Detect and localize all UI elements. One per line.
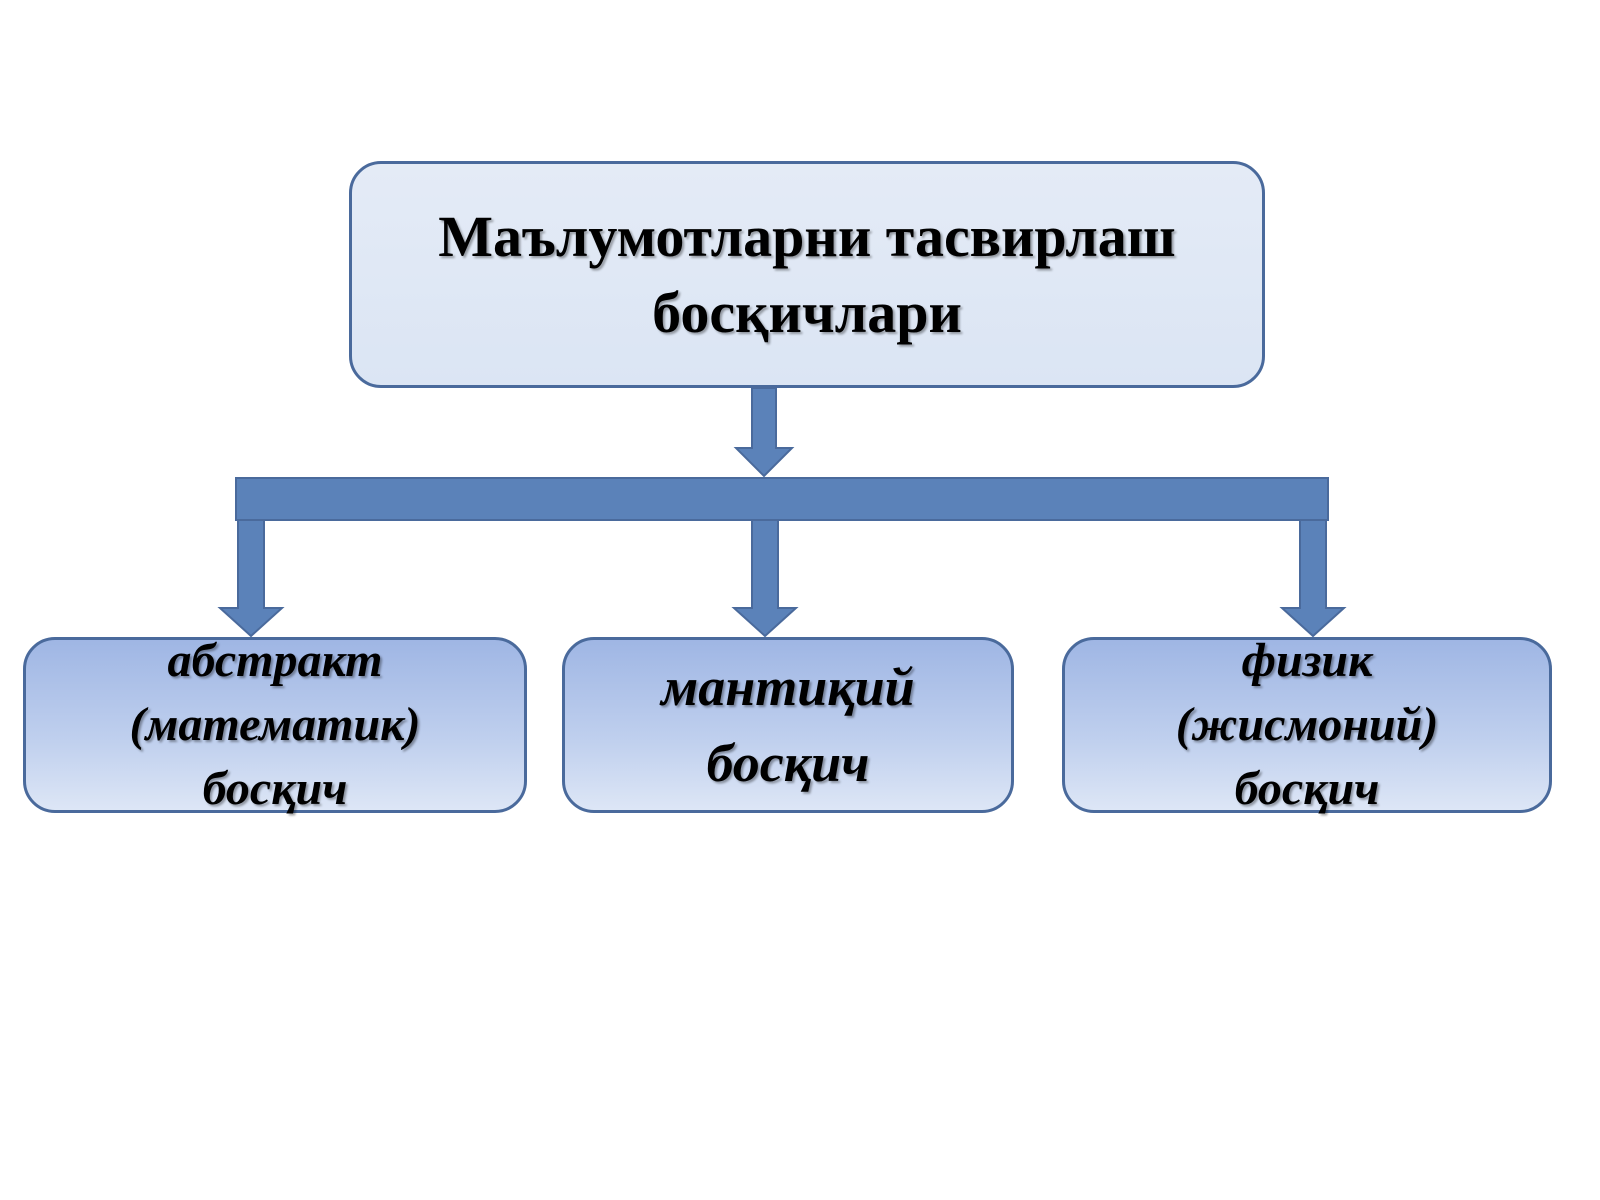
root-title-line-2: босқичлари — [652, 279, 962, 345]
middle-down-arrow — [731, 519, 799, 638]
physical-stage-line-1: физик — [1241, 634, 1373, 687]
left-down-arrow — [217, 519, 285, 638]
abstract-stage-line-2: (математик) — [129, 698, 421, 751]
abstract-stage-box: абстракт (математик) босқич — [23, 634, 527, 815]
physical-stage-line-2: (жисмоний) — [1175, 698, 1439, 751]
right-down-arrow — [1279, 519, 1347, 638]
root-title-line-1: Маълумотларни тасвирлаш — [438, 203, 1176, 269]
horizontal-bar — [235, 477, 1329, 521]
root-down-arrow — [733, 387, 795, 478]
logical-stage-line-2: босқич — [706, 733, 870, 793]
abstract-stage-line-1: абстракт — [167, 634, 383, 687]
physical-stage-box: физик (жисмоний) босқич — [1062, 634, 1552, 815]
root-box: Маълумотларни тасвирлаш босқичлари — [349, 161, 1265, 388]
physical-stage-line-3: босқич — [1234, 762, 1380, 815]
logical-stage-line-1: мантиқий — [661, 657, 915, 717]
abstract-stage-line-3: босқич — [202, 762, 348, 815]
logical-stage-box: мантиқий босқич — [562, 637, 1014, 813]
